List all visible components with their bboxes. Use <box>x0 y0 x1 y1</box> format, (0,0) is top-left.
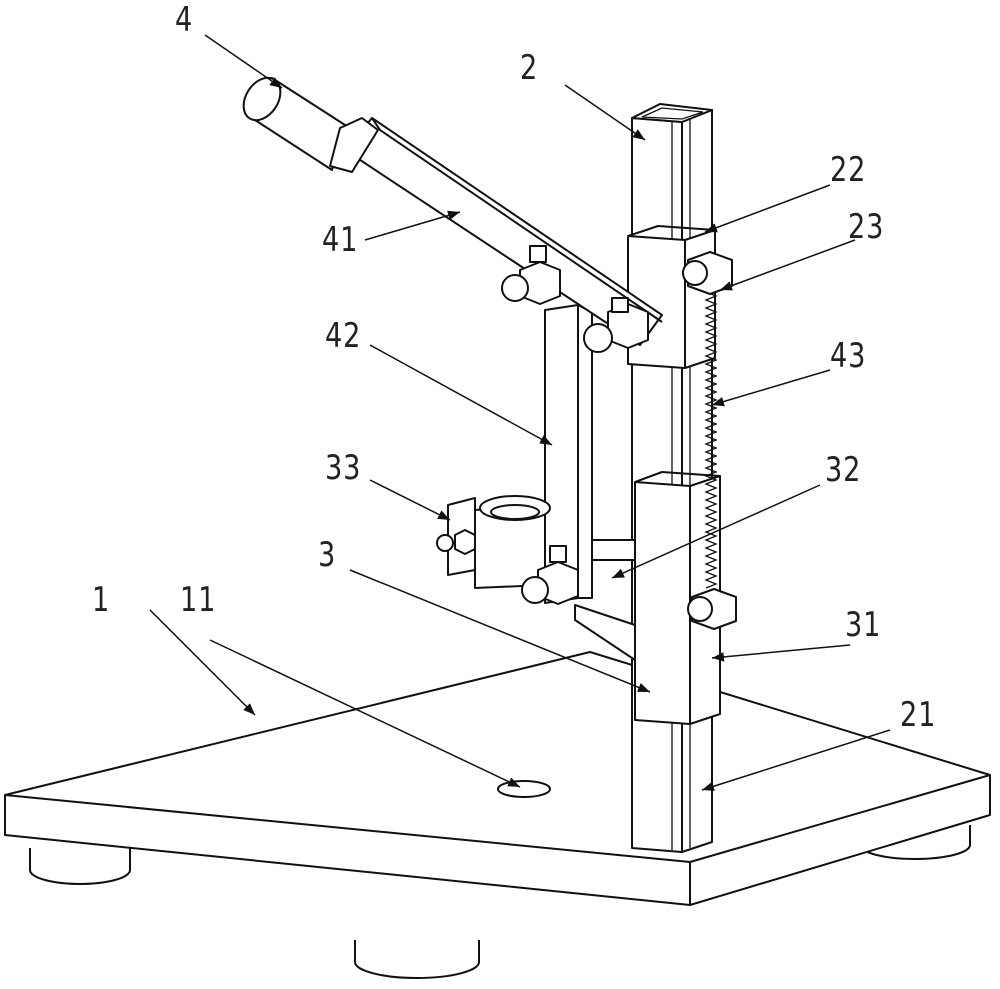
base-hole <box>497 780 551 798</box>
leader-lines <box>149 34 891 791</box>
label-43: 43 <box>830 336 867 376</box>
label-33: 33 <box>325 448 362 488</box>
label-21: 21 <box>900 695 937 735</box>
label-31: 31 <box>845 605 882 645</box>
label-22: 22 <box>830 150 867 190</box>
label-11: 11 <box>180 580 217 620</box>
handle <box>242 76 663 346</box>
label-23: 23 <box>848 207 885 247</box>
spring <box>704 291 718 589</box>
upper-sleeve <box>627 225 716 369</box>
base-plate <box>4 651 991 906</box>
label-3: 3 <box>318 535 337 575</box>
label-4: 4 <box>175 0 194 40</box>
label-41: 41 <box>322 220 359 260</box>
label-32: 32 <box>825 450 862 490</box>
label-1: 1 <box>92 580 111 620</box>
clamp <box>436 495 551 589</box>
handle-bolts <box>501 245 649 605</box>
label-42: 42 <box>325 316 362 356</box>
label-2: 2 <box>520 48 539 88</box>
feet <box>29 825 971 979</box>
